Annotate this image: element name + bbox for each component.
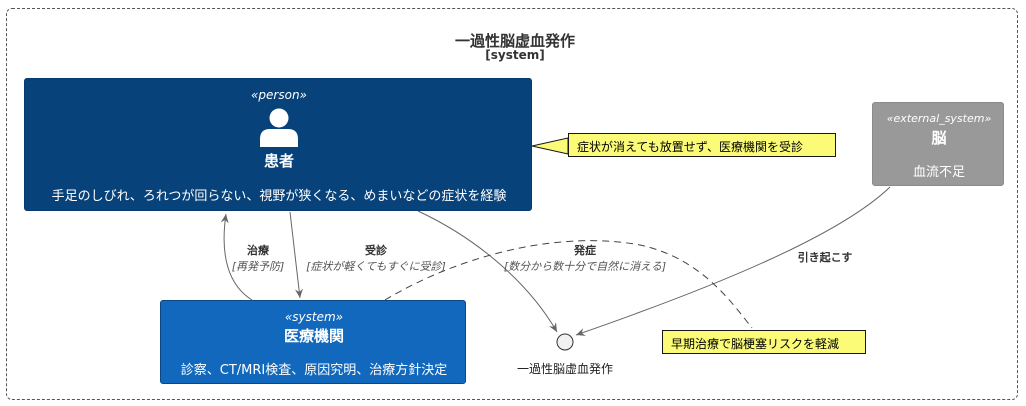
brain-stereotype: «external_system» bbox=[886, 112, 992, 125]
medical-stereotype: «system» bbox=[284, 310, 344, 324]
patient-description: 手足のしびれ、ろれつが回らない、視野が狭くなる、めまいなどの症状を経験 bbox=[51, 189, 507, 204]
treatment-label-detail: [再発予防] bbox=[231, 260, 285, 273]
patient-name: 患者 bbox=[263, 152, 294, 170]
person-icon bbox=[260, 108, 298, 147]
patient-box[interactable]: «person» 患者 手足のしびれ、ろれつが回らない、視野が狭くなる、めまいな… bbox=[24, 78, 532, 211]
treatment-label: 治療 [再発予防] bbox=[222, 242, 294, 274]
onset-arrow bbox=[417, 210, 558, 333]
event-note-connector bbox=[384, 240, 753, 329]
patient-note: 症状が消えても放置せず、医療機関を受診 bbox=[568, 133, 836, 157]
brain-name: 脳 bbox=[931, 129, 947, 147]
visit-arrow bbox=[289, 211, 303, 299]
brain-box[interactable]: «external_system» 脳 血流不足 bbox=[872, 102, 1004, 186]
medical-name: 医療機関 bbox=[283, 327, 344, 345]
onset-label: 発症 [数分から数十分で自然に消える] bbox=[494, 242, 676, 274]
event-circle bbox=[556, 333, 574, 351]
boundary-type: [system] bbox=[485, 48, 545, 62]
onset-label-detail: [数分から数十分で自然に消える] bbox=[503, 260, 667, 273]
cause-label-title: 引き起こす bbox=[797, 251, 853, 264]
visit-label-title: 受診 bbox=[365, 244, 387, 257]
event-label: 一過性脳虚血発作 bbox=[516, 362, 613, 376]
treatment-arrow bbox=[220, 213, 253, 301]
patient-stereotype: «person» bbox=[251, 88, 307, 102]
medical-box[interactable]: «system» 医療機関 診察、CT/MRI検査、原因究明、治療方針決定 bbox=[160, 300, 466, 384]
cause-arrow bbox=[575, 186, 891, 336]
treatment-label-title: 治療 bbox=[247, 244, 269, 257]
brain-description: 血流不足 bbox=[912, 165, 965, 180]
medical-description: 診察、CT/MRI検査、原因究明、治療方針決定 bbox=[180, 363, 448, 378]
visit-label-detail: [症状が軽くてもすぐに受診] bbox=[306, 260, 446, 273]
cause-label: 引き起こす bbox=[790, 249, 860, 265]
boundary-title: 一過性脳虚血発作 bbox=[454, 32, 575, 50]
system-boundary bbox=[6, 8, 1018, 400]
event-note: 早期治療で脳梗塞リスクを軽減 bbox=[662, 330, 866, 354]
onset-label-title: 発症 bbox=[574, 244, 596, 257]
visit-label: 受診 [症状が軽くてもすぐに受診] bbox=[296, 242, 456, 274]
patient-note-connector bbox=[531, 137, 569, 155]
